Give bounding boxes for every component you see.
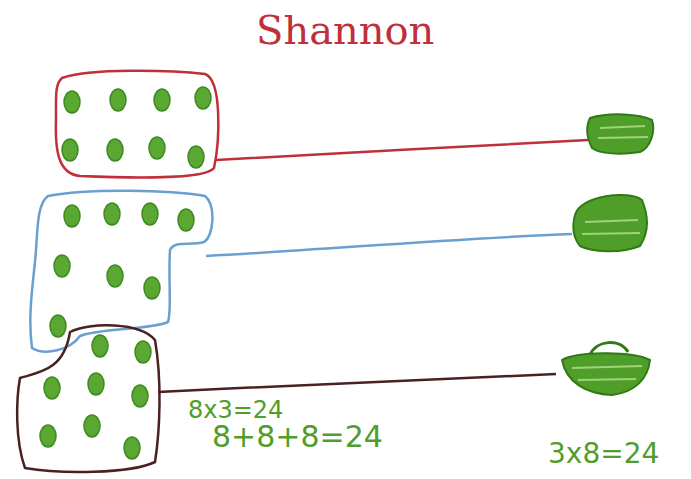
blue-line xyxy=(206,234,572,256)
red-line xyxy=(216,140,588,160)
brown-group-outline xyxy=(17,325,159,472)
equation: 8x3=24 xyxy=(188,398,283,422)
title: Shannon xyxy=(256,10,434,50)
equation: 8+8+8=24 xyxy=(212,422,383,452)
equation: 3x8=24 xyxy=(548,440,659,468)
brown-line xyxy=(158,374,556,392)
basket-2 xyxy=(573,195,647,251)
counters-blue xyxy=(50,203,194,337)
counters-red xyxy=(62,87,211,168)
basket-3 xyxy=(562,343,650,395)
counters-brown xyxy=(40,335,151,459)
basket-1 xyxy=(587,114,653,153)
red-group-outline xyxy=(56,71,218,178)
blue-group-outline xyxy=(30,191,212,352)
